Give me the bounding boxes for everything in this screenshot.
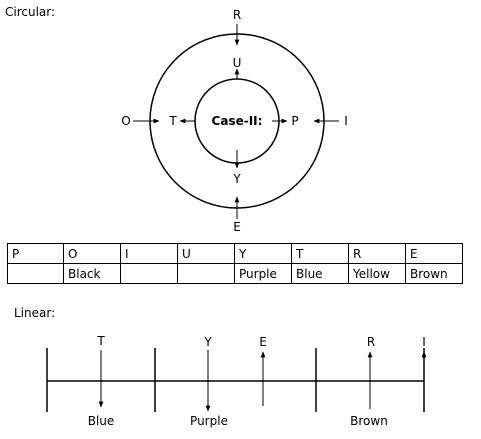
person-u: U: [233, 56, 242, 70]
person-i: I: [344, 114, 348, 128]
linear-color-brown: Brown: [350, 414, 388, 428]
linear-color-blue: Blue: [88, 414, 115, 428]
table-cell: Black: [63, 263, 121, 284]
person-color-table: P O I U Y T R E Black Purple Blue Yellow…: [7, 243, 463, 284]
person-o: O: [121, 114, 130, 128]
table-cell: Y: [234, 243, 292, 264]
person-r: R: [233, 8, 241, 22]
circular-diagram: R O I E U T P Y Case-II:: [121, 8, 348, 234]
linear-label-i: I: [422, 335, 426, 349]
table-cell: P: [7, 243, 64, 264]
table-cell: Brown: [405, 263, 463, 284]
table-cell: Blue: [291, 263, 349, 284]
table-cell: E: [405, 243, 463, 264]
circular-heading: Circular:: [5, 5, 56, 19]
center-label: Case-II:: [212, 114, 263, 128]
table-cell: [120, 263, 178, 284]
linear-color-purple: Purple: [190, 414, 228, 428]
person-y: Y: [232, 172, 241, 186]
linear-label-e: E: [259, 335, 267, 349]
table-cell: Purple: [234, 263, 292, 284]
table-cell: I: [120, 243, 178, 264]
linear-label-r: R: [367, 335, 375, 349]
table-cell: R: [348, 243, 406, 264]
table-cell: [7, 263, 64, 284]
table-cell: U: [177, 243, 235, 264]
person-p: P: [291, 114, 298, 128]
linear-label-t: T: [96, 334, 105, 348]
table-cell: [177, 263, 235, 284]
person-t: T: [168, 114, 177, 128]
table-row: Black Purple Blue Yellow Brown: [7, 263, 463, 284]
table-row: P O I U Y T R E: [7, 243, 463, 264]
table-cell: O: [63, 243, 121, 264]
linear-heading: Linear:: [14, 306, 56, 320]
table-cell: Yellow: [348, 263, 406, 284]
linear-label-y: Y: [203, 335, 212, 349]
person-e: E: [233, 220, 241, 234]
table-cell: T: [291, 243, 349, 264]
